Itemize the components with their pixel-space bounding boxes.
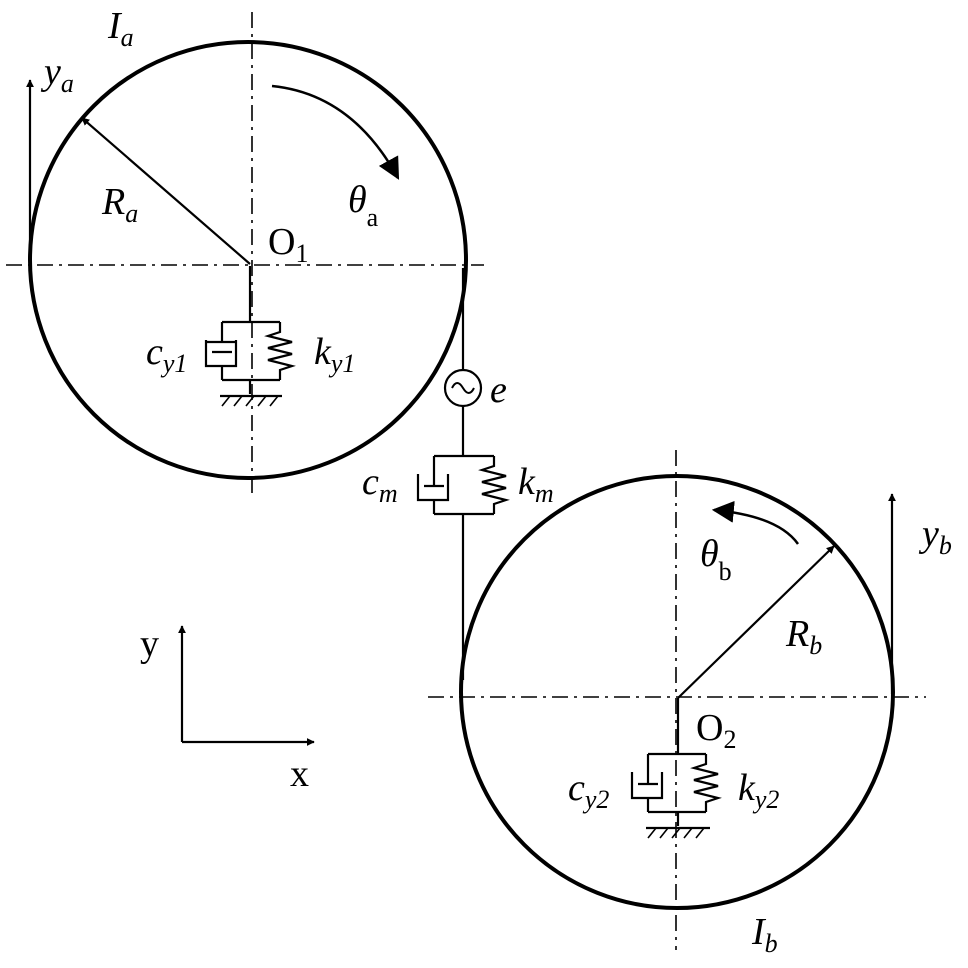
global-y-axis-label: y xyxy=(140,623,159,665)
gear-a-radius-label: Ra xyxy=(101,181,138,228)
gear-b-damper-label: cy2 xyxy=(568,767,609,814)
gear-a-damper-label: cy1 xyxy=(146,331,187,378)
gear-a-spring-symbol xyxy=(264,322,296,380)
gear-b-bearing-support xyxy=(630,698,722,839)
gear-b: yb θb Rb O2 cy2 ky2 Ib xyxy=(428,450,952,958)
mesh-error-label: e xyxy=(490,369,507,411)
gear-b-radius-label: Rb xyxy=(785,613,822,660)
gear-a-center-label: O1 xyxy=(268,221,308,268)
gear-a-radius-arrow xyxy=(81,117,251,265)
gear-a-bearing-support xyxy=(204,266,296,407)
gear-b-rotation-arrow xyxy=(711,500,800,545)
gear-b-angle-label: θb xyxy=(700,533,732,586)
gear-a-spring-label: ky1 xyxy=(314,331,355,378)
gear-a-inertia-label: Ia xyxy=(107,5,134,52)
gear-b-circle xyxy=(459,474,895,910)
global-coordinate-axes: y x xyxy=(140,623,315,795)
mesh-damper-symbol xyxy=(416,456,450,514)
mesh-spring-label: km xyxy=(518,461,554,508)
gear-b-radius-arrow xyxy=(677,545,835,699)
gear-b-displacement-label: yb xyxy=(918,513,952,560)
mesh-damper-label: cm xyxy=(362,461,398,508)
gear-a-displacement-label: ya xyxy=(40,51,74,98)
gear-b-inertia-label: Ib xyxy=(751,911,778,958)
gear-a-circle xyxy=(28,40,468,480)
gear-a-damper-symbol xyxy=(204,322,238,380)
gear-b-spring-symbol xyxy=(690,754,722,812)
gear-a-rotation-arrow xyxy=(271,84,400,180)
mesh-spring-symbol xyxy=(478,456,510,514)
gear-b-spring-label: ky2 xyxy=(738,767,779,814)
gear-b-damper-symbol xyxy=(630,754,664,812)
mesh-coupling: e cm km xyxy=(362,268,554,680)
global-x-axis-label: x xyxy=(290,753,309,795)
gear-a: Ia ya Ra θa O1 cy1 ky1 xyxy=(6,5,484,498)
gear-a-angle-label: θa xyxy=(348,179,379,232)
gear-b-center-label: O2 xyxy=(696,707,736,754)
